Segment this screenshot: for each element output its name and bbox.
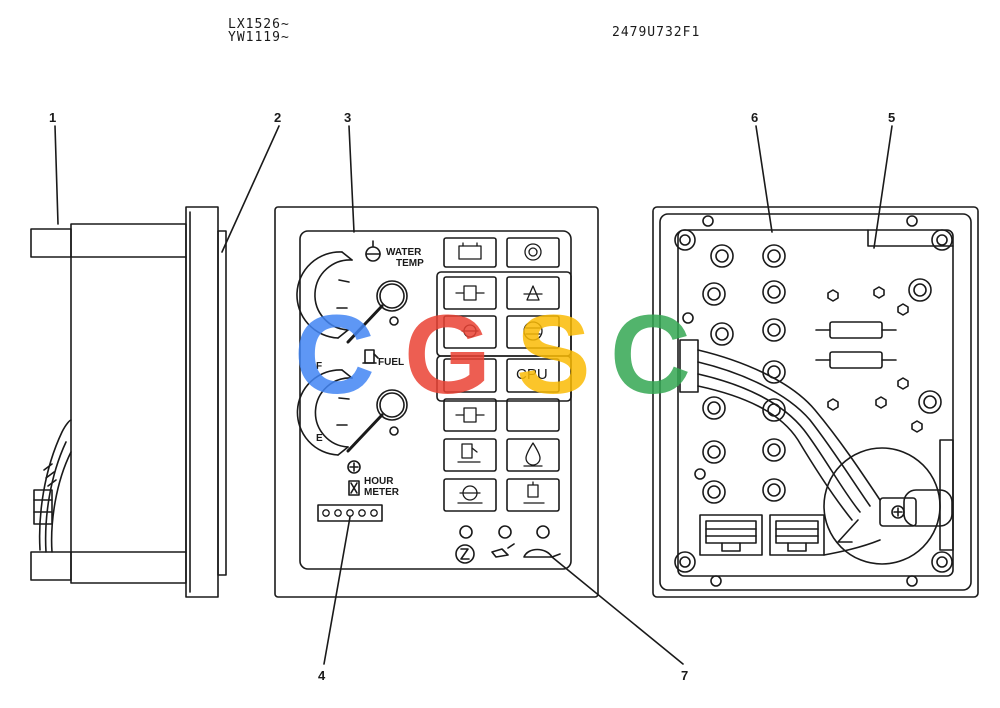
hour-meter-label-2: METER bbox=[364, 487, 399, 498]
rear-connectors bbox=[679, 339, 825, 556]
watermark-letter-1: C bbox=[294, 292, 375, 417]
hour-meter-digit-marks bbox=[322, 509, 378, 517]
resistors bbox=[815, 321, 897, 369]
watermark-letter-2: G bbox=[404, 292, 492, 417]
hour-meter bbox=[317, 460, 383, 522]
leader-2 bbox=[221, 125, 280, 253]
callout-7: 7 bbox=[681, 668, 689, 683]
fuel-full-mark: F bbox=[316, 361, 323, 372]
leader-6 bbox=[755, 125, 773, 233]
leader-1 bbox=[54, 125, 59, 225]
leader-3 bbox=[348, 125, 355, 233]
rear-housing bbox=[652, 206, 979, 598]
tile-symbols bbox=[455, 242, 545, 504]
leader-5 bbox=[873, 125, 893, 249]
side-view-housing bbox=[30, 206, 227, 598]
fuel-label: FUEL bbox=[378, 357, 405, 368]
callout-5: 5 bbox=[888, 110, 896, 125]
wiring-harness bbox=[697, 349, 954, 565]
water-temp-label-2: TEMP bbox=[396, 258, 424, 269]
watermark-letter-4: C bbox=[610, 292, 691, 417]
indicator-tiles bbox=[443, 237, 560, 512]
serial-range-1: LX1526~ bbox=[228, 17, 290, 32]
callout-4: 4 bbox=[318, 668, 326, 683]
water-temp-gauge bbox=[296, 240, 408, 344]
fuel-gauge bbox=[296, 349, 408, 456]
watermark-letter-3: S bbox=[516, 292, 591, 417]
cpu-label: CPU bbox=[516, 366, 548, 383]
bulb-sockets bbox=[702, 244, 942, 504]
callout-2: 2 bbox=[274, 110, 282, 125]
callout-3: 3 bbox=[344, 110, 352, 125]
fuel-empty-mark: E bbox=[316, 433, 323, 444]
callout-6: 6 bbox=[751, 110, 759, 125]
hour-meter-label-1: HOUR bbox=[364, 476, 394, 487]
drawing-number: 2479U732F1 bbox=[612, 25, 701, 40]
hex-nuts bbox=[827, 286, 923, 433]
indicator-lamps bbox=[455, 525, 561, 564]
leader-4 bbox=[323, 516, 351, 665]
serial-range-2: YW1119~ bbox=[228, 30, 290, 45]
leader-7 bbox=[551, 556, 684, 665]
callout-1: 1 bbox=[49, 110, 57, 125]
water-temp-label-1: WATER bbox=[386, 247, 422, 258]
